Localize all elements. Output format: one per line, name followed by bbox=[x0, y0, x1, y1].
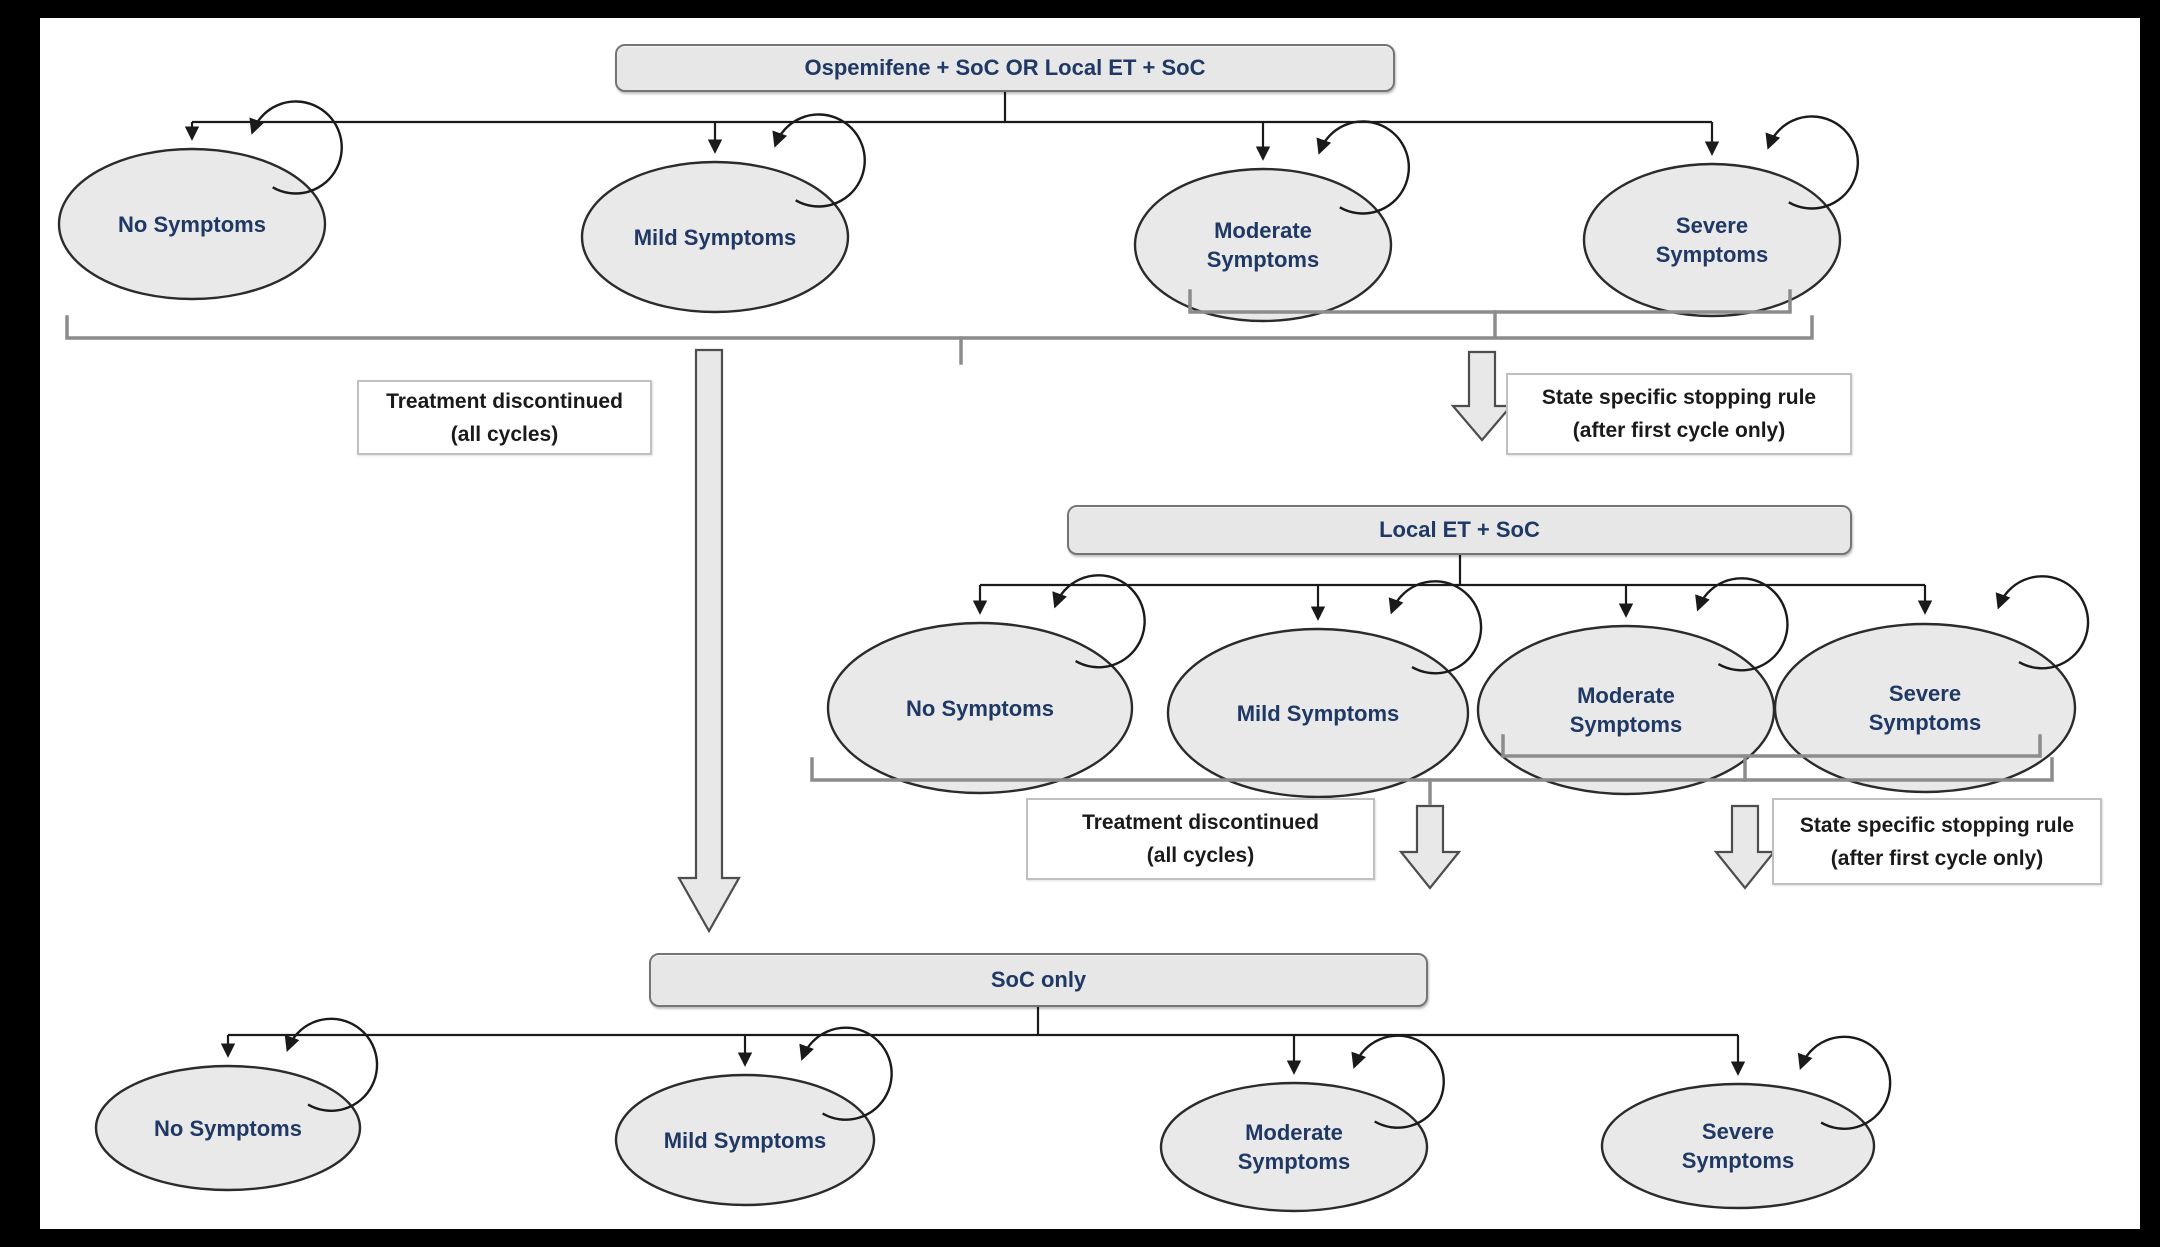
state-label-line: No Symptoms bbox=[118, 211, 266, 237]
annotation-line: Treatment discontinued bbox=[386, 389, 623, 413]
state-ellipse-mild-symptoms-3 bbox=[614, 1073, 876, 1207]
treatment-box-soc-only: SoC only bbox=[649, 953, 1428, 1007]
annotation-line: Treatment discontinued bbox=[1082, 811, 1319, 834]
self-loop-icon bbox=[1765, 115, 1860, 210]
state-label-line: Severe bbox=[1701, 1119, 1775, 1144]
self-loop-icon bbox=[1052, 574, 1146, 669]
annotation-stopping-rule-1: State specific stopping rule (after firs… bbox=[1506, 373, 1852, 455]
self-loop-icon bbox=[1316, 120, 1411, 215]
annotation-line: State specific stopping rule bbox=[1541, 386, 1817, 409]
state-label-line: Symptoms bbox=[1206, 247, 1320, 272]
state-label-moderate-symptoms-2: Moderate Symptoms bbox=[1478, 626, 1774, 794]
annotation-stopping-rule-2: State specific stopping rule (after firs… bbox=[1772, 798, 2102, 885]
state-label-line: Severe bbox=[1675, 213, 1749, 238]
state-label-severe-symptoms-1: Severe Symptoms bbox=[1584, 164, 1840, 316]
branch2-connector bbox=[972, 555, 1933, 621]
annotation-treatment-discontinued-1: Treatment discontinued (all cycles) bbox=[357, 380, 652, 455]
self-loop-icon bbox=[799, 1026, 893, 1121]
self-loop-icon bbox=[1995, 575, 2090, 670]
down-block-arrow-long-icon bbox=[677, 348, 741, 934]
treatment-box-ospemifene-soc: Ospemifene + SoC OR Local ET + SoC bbox=[615, 44, 1395, 92]
grouping-brackets bbox=[65, 289, 2054, 805]
state-ellipse-no-symptoms-2 bbox=[826, 621, 1134, 795]
state-ellipse-moderate-symptoms-3 bbox=[1159, 1081, 1429, 1213]
state-label-line: Symptoms bbox=[1237, 1149, 1351, 1174]
state-label-line: Moderate bbox=[1214, 218, 1312, 243]
bracket-all-states-2 bbox=[810, 757, 2054, 782]
state-ellipse-mild-symptoms-2 bbox=[1166, 627, 1470, 799]
state-label-line: No Symptoms bbox=[906, 695, 1054, 721]
state-label-line: Symptoms bbox=[1569, 712, 1683, 737]
state-label-line: Moderate bbox=[1245, 1120, 1343, 1145]
state-label-line: Symptoms bbox=[1655, 242, 1769, 267]
annotation-line: (after first cycle only) bbox=[1572, 419, 1786, 442]
state-ellipse-severe-symptoms-2 bbox=[1773, 622, 2077, 794]
state-label-line: Mild Symptoms bbox=[1236, 700, 1400, 726]
self-loop-icon bbox=[1351, 1034, 1445, 1129]
state-nodes bbox=[57, 147, 2077, 1213]
annotation-line: (all cycles) bbox=[450, 422, 559, 446]
state-label-no-symptoms-1: No Symptoms bbox=[59, 149, 325, 299]
down-block-arrow-icon bbox=[1713, 804, 1777, 890]
self-loop-icon bbox=[1388, 580, 1483, 675]
annotation-treatment-discontinued-2: Treatment discontinued (all cycles) bbox=[1026, 798, 1375, 880]
state-label-mild-symptoms-3: Mild Symptoms bbox=[616, 1075, 874, 1205]
state-ellipse-moderate-symptoms-1 bbox=[1133, 167, 1393, 323]
state-label-mild-symptoms-2: Mild Symptoms bbox=[1168, 629, 1468, 797]
treatment-box-local-et-soc: Local ET + SoC bbox=[1067, 505, 1852, 555]
state-label-line: Mild Symptoms bbox=[663, 1127, 827, 1153]
state-label-line: Symptoms bbox=[1868, 710, 1982, 735]
down-block-arrow-icon bbox=[1450, 350, 1514, 442]
annotation-line: (after first cycle only) bbox=[1830, 846, 2044, 870]
state-label-moderate-symptoms-3: Moderate Symptoms bbox=[1161, 1083, 1427, 1211]
self-loop-icon bbox=[249, 100, 343, 195]
state-label-line: Mild Symptoms bbox=[633, 224, 797, 250]
state-ellipse-mild-symptoms-1 bbox=[580, 160, 850, 314]
self-loop-icon bbox=[1695, 577, 1789, 672]
state-ellipse-severe-symptoms-1 bbox=[1582, 162, 1842, 318]
state-label-moderate-symptoms-1: Moderate Symptoms bbox=[1135, 169, 1391, 321]
bracket-moderate-severe-1 bbox=[1188, 289, 1792, 314]
self-loops bbox=[249, 100, 2090, 1130]
branch1-connector bbox=[184, 92, 1720, 161]
block-arrows bbox=[677, 348, 1777, 934]
down-block-arrow-icon bbox=[1398, 804, 1462, 890]
state-label-severe-symptoms-2: Severe Symptoms bbox=[1775, 624, 2075, 792]
state-label-mild-symptoms-1: Mild Symptoms bbox=[582, 162, 848, 312]
annotation-line: (all cycles) bbox=[1146, 844, 1255, 867]
state-label-severe-symptoms-3: Severe Symptoms bbox=[1602, 1084, 1874, 1208]
state-ellipse-no-symptoms-3 bbox=[94, 1064, 362, 1192]
state-label-no-symptoms-2: No Symptoms bbox=[828, 623, 1132, 793]
self-loop-icon bbox=[284, 1017, 379, 1112]
annotation-line: State specific stopping rule bbox=[1799, 813, 2075, 837]
branch3-connector bbox=[220, 1007, 1746, 1076]
bracket-moderate-severe-2 bbox=[1501, 734, 2042, 758]
state-label-line: Moderate bbox=[1577, 683, 1675, 708]
state-ellipse-no-symptoms-1 bbox=[57, 147, 327, 301]
state-ellipse-severe-symptoms-3 bbox=[1600, 1082, 1876, 1210]
self-loop-icon bbox=[772, 113, 866, 208]
state-label-line: No Symptoms bbox=[154, 1115, 302, 1141]
state-label-line: Severe bbox=[1888, 681, 1962, 706]
state-label-no-symptoms-3: No Symptoms bbox=[96, 1066, 360, 1190]
state-label-line: Symptoms bbox=[1681, 1148, 1795, 1173]
bracket-all-states-1 bbox=[65, 315, 1814, 340]
self-loop-icon bbox=[1797, 1035, 1892, 1130]
